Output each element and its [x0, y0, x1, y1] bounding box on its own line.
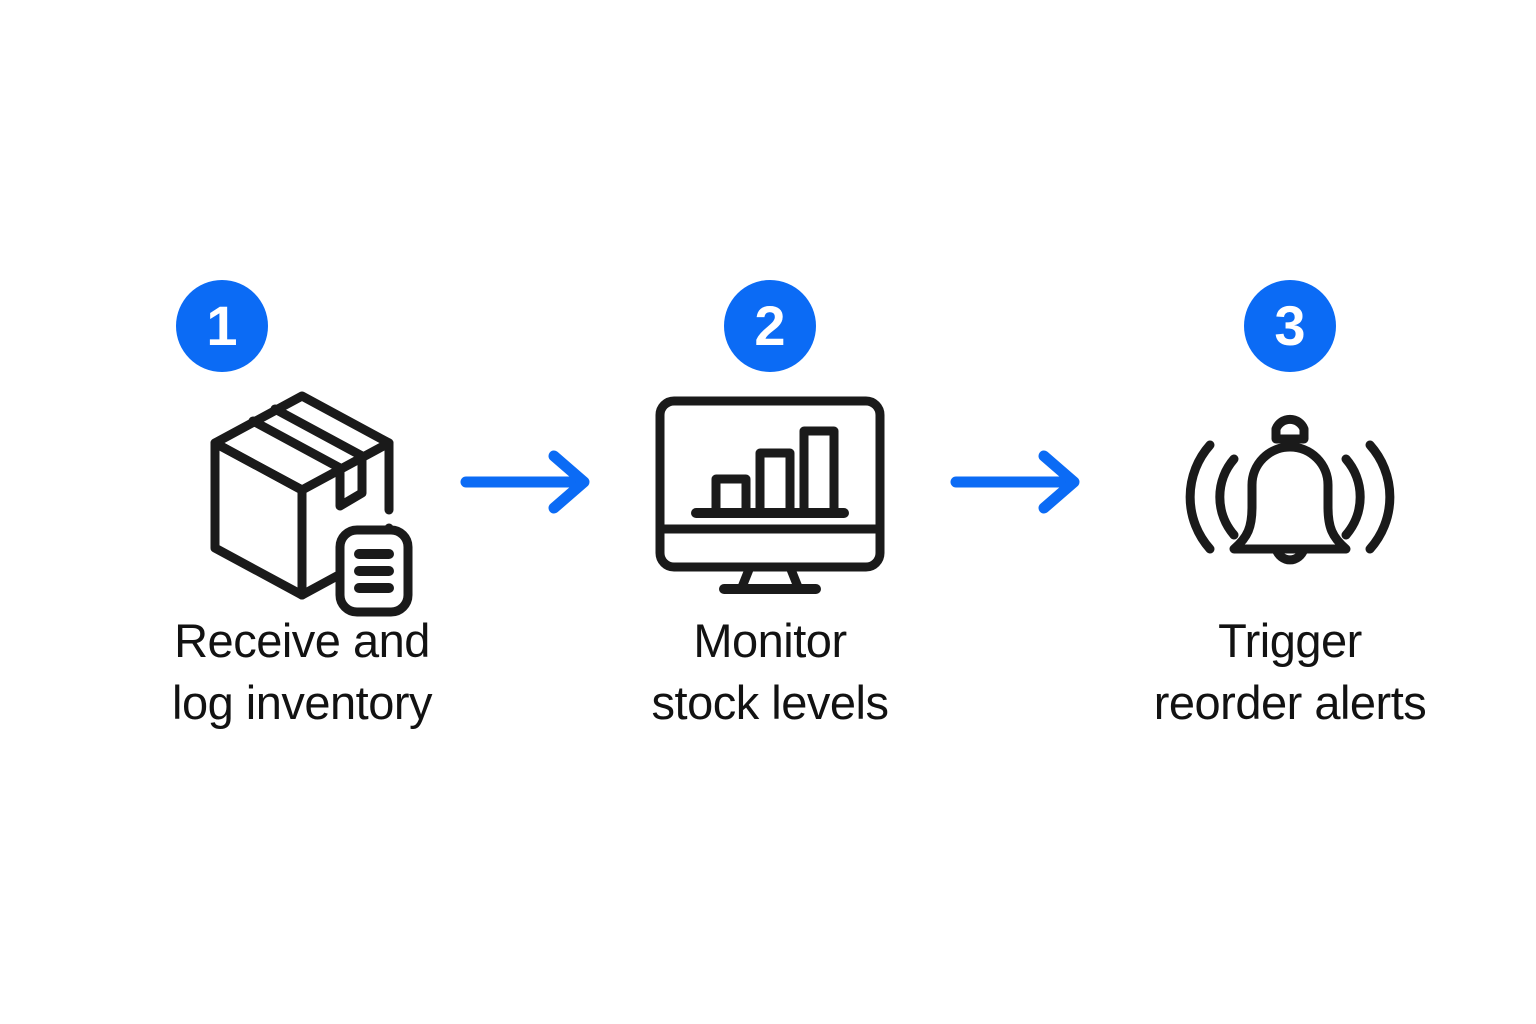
step-3-label: Trigger reorder alerts	[1153, 614, 1427, 729]
step-3-badge-row: 3	[1100, 280, 1480, 372]
process-step-3[interactable]: 3 T	[1100, 280, 1480, 750]
step-number-badge-1: 1	[176, 280, 268, 372]
step-1-label: Receive and log inventory	[172, 614, 433, 729]
process-step-2[interactable]: 2	[580, 280, 960, 750]
step-1-badge-row: 1	[112, 280, 492, 372]
step-1-icon-container	[112, 388, 492, 617]
shipping-label-card-icon	[335, 525, 413, 617]
step-2-icon-container	[580, 388, 960, 603]
step-number-badge-2: 2	[724, 280, 816, 372]
arrow-step2-to-step3	[950, 447, 1090, 517]
step-2-label: Monitor stock levels	[651, 614, 889, 729]
process-step-1[interactable]: 1	[112, 280, 492, 750]
arrow-step1-to-step2	[460, 447, 600, 517]
step-2-badge-row: 2	[580, 280, 960, 372]
step-3-icon-container	[1100, 388, 1480, 603]
monitor-bar-chart-icon	[654, 395, 886, 597]
ringing-bell-icon	[1176, 403, 1404, 588]
step-number-badge-3: 3	[1244, 280, 1336, 372]
